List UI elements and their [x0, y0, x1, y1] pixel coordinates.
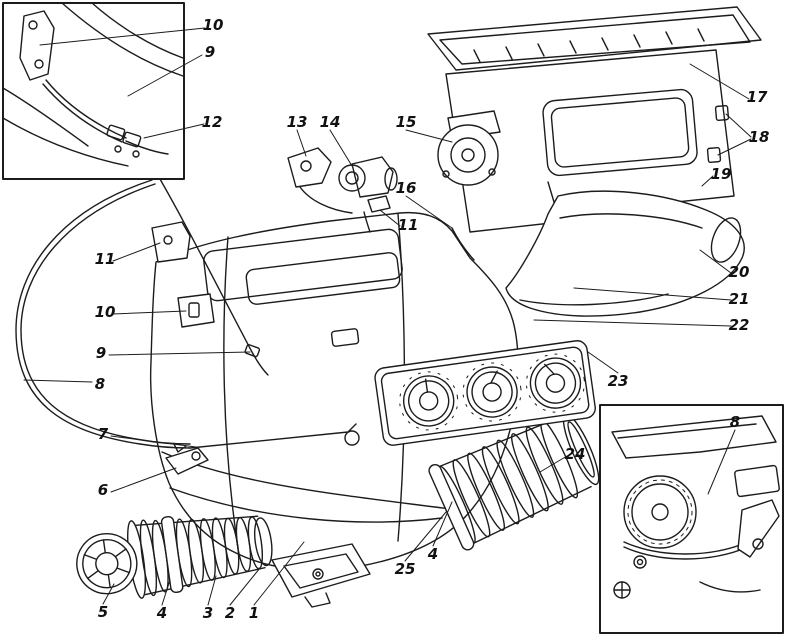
callout-label-16: 16 [395, 179, 417, 197]
callout-label-21: 21 [728, 290, 750, 308]
callout-label-20: 20 [728, 263, 750, 281]
leader-lines [23, 27, 752, 606]
callout-label-8: 8 [94, 375, 106, 393]
callout-label-11: 11 [397, 216, 419, 234]
bracket-side [177, 293, 215, 328]
temp-knob [462, 362, 522, 422]
callout-label-18: 18 [748, 128, 770, 146]
inset-top-left [2, 2, 185, 180]
callout-label-13: 13 [286, 113, 308, 131]
callout-label-10: 10 [94, 303, 116, 321]
callout-label-5: 5 [97, 603, 109, 621]
air-duct-right [505, 190, 745, 317]
floor-vent-bracket [271, 543, 371, 608]
callout-label-19: 19 [710, 165, 732, 183]
callout-label-3: 3 [202, 604, 214, 622]
callout-label-12: 12 [201, 113, 223, 131]
servo-motor [437, 110, 501, 186]
callout-label-4: 4 [156, 604, 168, 622]
duct-clamp [428, 463, 475, 551]
air-intake-cowl [427, 6, 762, 71]
callout-label-23: 23 [607, 372, 629, 390]
cable-clamp [244, 344, 261, 358]
inset-bottom-right [599, 404, 784, 634]
callout-label-25: 25 [394, 560, 416, 578]
callout-label-10: 10 [202, 16, 224, 34]
hose-clamp [160, 515, 184, 594]
callout-label-14: 14 [319, 113, 341, 131]
hose-end-cap [76, 532, 138, 595]
callout-label-24: 24 [564, 445, 586, 463]
callout-label-1: 1 [248, 604, 260, 622]
callout-label-22: 22 [728, 316, 750, 334]
callout-label-2: 2 [224, 604, 236, 622]
callout-label-9: 9 [95, 344, 107, 362]
callout-label-17: 17 [746, 88, 768, 106]
heater-valve [287, 147, 398, 233]
callout-label-15: 15 [395, 113, 417, 131]
corrugated-duct-right [428, 413, 600, 551]
callout-label-9: 9 [204, 43, 216, 61]
callout-label-8: 8 [729, 413, 741, 431]
callout-label-11: 11 [94, 250, 116, 268]
bracket-upper-left [151, 221, 191, 263]
fan-knob [399, 371, 459, 431]
callout-label-6: 6 [97, 481, 109, 499]
callout-label-7: 7 [97, 425, 109, 443]
mode-knob [525, 353, 585, 413]
control-panel [374, 340, 596, 446]
corrugated-hose-left [76, 515, 273, 599]
callout-label-4: 4 [427, 545, 439, 563]
cable-drum [623, 475, 697, 549]
